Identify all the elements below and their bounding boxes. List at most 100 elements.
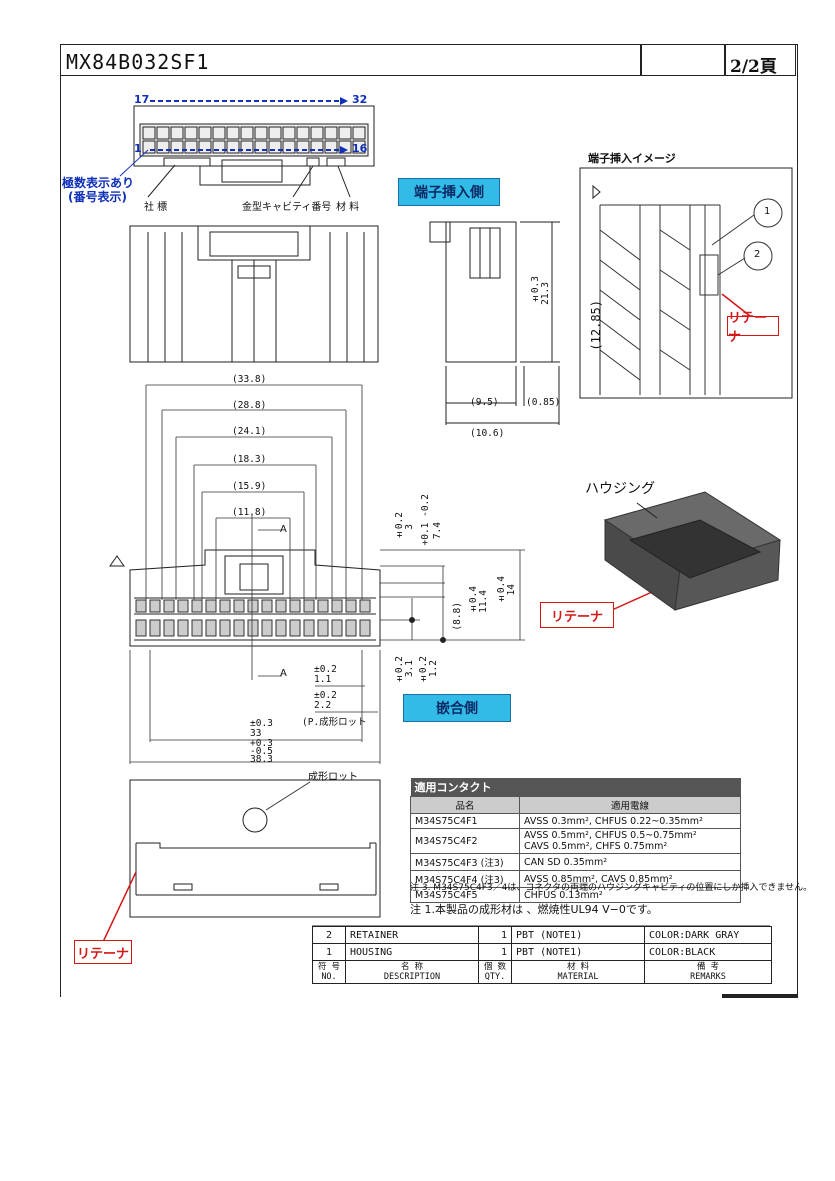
dim-21-3: 21.3 [540,282,551,305]
bom-rem: COLOR:BLACK [644,943,772,961]
dim-10-6: (10.6) [470,428,505,439]
dim-7-4-tol: +0.1 -0.2 [420,494,431,546]
dim-33-tol: ±0.3 [250,718,273,729]
mold-lot-label: 成形ロット [308,772,358,783]
label-cavity-number: 金型キャビティ番号 [242,202,332,213]
dim-38-3-tol-minus: -0.5 [250,746,273,757]
label-material: 材 料 [336,202,360,213]
polarity-note: 極数表示あり [62,176,135,190]
bom-header-en: NO. [321,972,337,982]
dim-11-4: 11.4 [478,590,489,613]
retainer-label-bottom: リテーナ [74,940,132,964]
bom-header-en: DESCRIPTION [383,972,441,982]
contact-header-wire: 適用電線 [519,796,741,814]
title-divider [724,44,726,76]
contact-wire: CHFUS 0.13mm² [519,887,741,903]
dim-1-2: 1.2 [428,660,439,678]
balloon-1: 1 [764,206,771,217]
pin-number-1: 1 [134,142,142,155]
bom-header-jp: 個 数 [483,962,507,972]
dim-33-8: (33.8) [232,374,267,385]
dim-1-1-tol: ±0.2 [314,664,337,675]
pin-number-16: 16 [352,142,368,155]
contact-part: M34S75C4F2 [410,828,520,854]
contact-wire: CAN SD 0.35mm² [519,853,741,871]
bom-qty: 1 [478,926,512,944]
rear-view-connector [129,225,379,363]
contact-header-part: 品名 [410,796,520,814]
page-number: 2/2頁 [730,57,777,77]
table-row: 1 HOUSING 1 PBT (NOTE1) COLOR:BLACK [312,943,772,961]
bom-header-en: QTY. [484,972,506,982]
title-bar [60,44,796,76]
title-divider [640,44,642,76]
note-1: 注 1.本製品の成形材は 、燃焼性UL94 V−0です。 [410,903,658,916]
dim-7-4: 7.4 [432,522,443,540]
dim-1-1: 1.1 [314,674,332,685]
top-view-connector [133,105,375,186]
polarity-note-sub: (番号表示) [68,190,127,204]
insertion-image-box [579,167,793,399]
dim-11-8: (11.8) [232,507,267,518]
end-view-connector [429,221,560,425]
contact-part: M34S75C4F1 [410,813,520,829]
dim-28-8: (28.8) [232,400,267,411]
dim-8-8: (8.8) [452,602,463,631]
mold-lot-paren: (P.成形ロット [302,717,367,728]
bom-header-jp: 符 号 [317,962,341,972]
insertion-image-title: 端子挿入イメージ [588,152,676,165]
section-a-top: A [280,524,287,535]
retainer-label-3d: リテーナ [540,602,614,628]
dim-14: 14 [506,584,517,596]
section-a-bottom: A [280,668,287,679]
retainer-label-insertion: リテーナ [727,311,779,345]
contact-wire-line: AVSS 0.5mm², CHFUS 0.5~0.75mm² [524,830,697,841]
note-3: 注 3. M34S75C4F3／4は、コネクタの両端のハウジングキャビティの位置… [410,883,813,893]
contact-table-caption: 適用コンタクト [410,778,741,797]
mating-side-label: 嵌合側 [403,694,511,722]
bom-header-en: REMARKS [690,972,726,982]
dim-0-85: (0.85) [526,397,561,408]
housing-3d-render [603,491,782,611]
bom-header-jp: 材 料 [566,962,590,972]
contact-wire: AVSS 0.3mm², CHFUS 0.22~0.35mm² [519,813,741,829]
dim-38-3: 38.3 [250,754,273,765]
terminal-insert-side-label: 端子挿入側 [398,178,500,206]
contact-part: M34S75C4F3 (注3) [410,853,520,871]
frame-corner-mark [722,994,798,998]
dim-3: 3 [404,524,415,530]
table-row: M34S75C4F3 (注3)CAN SD 0.35mm² [410,853,741,871]
housing-label: ハウジング [585,481,655,497]
dim-15-9: (15.9) [232,481,267,492]
pin-number-17: 17 [134,93,150,106]
label-company-mark: 社 標 [144,202,168,213]
bom-header-en: MATERIAL [557,972,599,982]
bom-no: 1 [312,943,346,961]
dim-33: 33 [250,728,262,739]
table-row: 2 RETAINER 1 PBT (NOTE1) COLOR:DARK GRAY [312,926,772,944]
dim-2-2: 2.2 [314,700,332,711]
bom-mat: PBT (NOTE1) [511,943,645,961]
bom-header-jp: 備 考 [696,962,720,972]
pin-number-32: 32 [352,93,368,106]
dim-38-3-tol-plus: +0.3 [250,738,273,749]
dim-12-85: (12.85) [589,300,603,351]
bom-mat: PBT (NOTE1) [511,926,645,944]
dim-9-5: (9.5) [470,397,499,408]
part-number: MX84B032SF1 [66,50,210,74]
bom-desc: HOUSING [345,943,479,961]
front-view-connector [129,549,381,647]
bom-desc: RETAINER [345,926,479,944]
bom-no: 2 [312,926,346,944]
bom-header-jp: 名 称 [400,962,424,972]
